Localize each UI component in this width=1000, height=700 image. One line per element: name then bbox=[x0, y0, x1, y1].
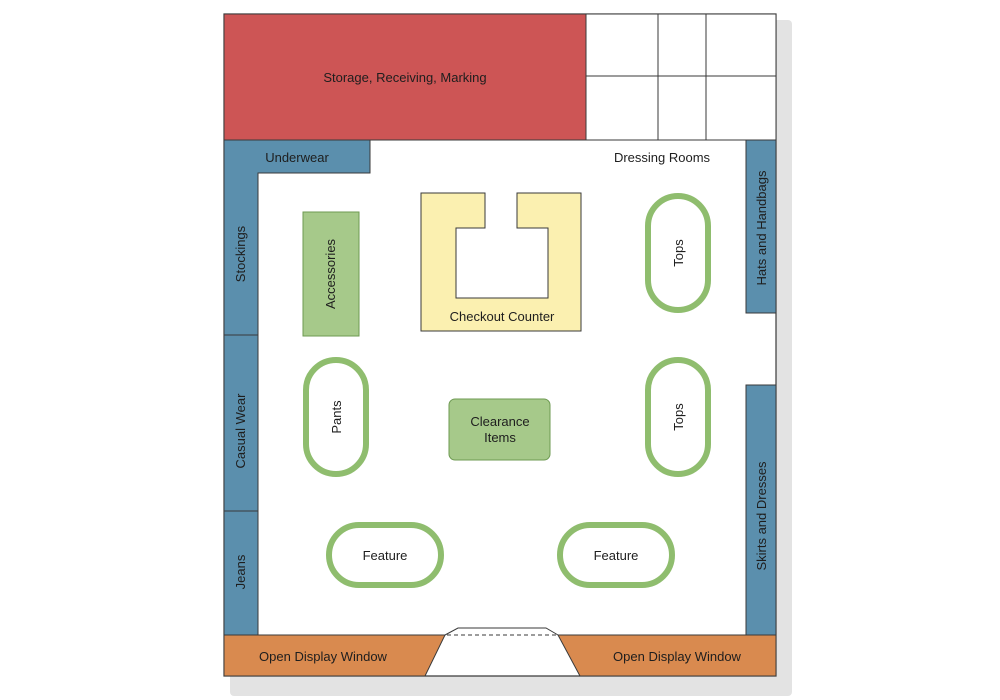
pants-rack bbox=[303, 357, 369, 477]
skirts-dresses-label: Skirts and Dresses bbox=[754, 461, 769, 571]
dressing-rooms-label: Dressing Rooms bbox=[614, 150, 711, 165]
tops-lower-label: Tops bbox=[671, 403, 686, 431]
entrance bbox=[444, 627, 559, 636]
casual-wear-label: Casual Wear bbox=[233, 393, 248, 469]
clearance-label-line2: Items bbox=[484, 430, 516, 445]
feature-right-label: Feature bbox=[594, 548, 639, 563]
feature-rack-left bbox=[326, 522, 444, 588]
display-window-left bbox=[223, 634, 446, 677]
dressing-room-stalls bbox=[585, 13, 777, 141]
clearance-table bbox=[448, 398, 551, 461]
accessories-table bbox=[302, 211, 360, 337]
dressing-room-stall bbox=[657, 13, 707, 77]
pants-label: Pants bbox=[329, 400, 344, 434]
feature-rack-right bbox=[557, 522, 675, 588]
hats-handbags-label: Hats and Handbags bbox=[754, 170, 769, 285]
storage-area bbox=[223, 13, 587, 141]
window-left-label: Open Display Window bbox=[259, 649, 387, 664]
checkout-counter bbox=[420, 192, 582, 332]
casual-wear-display bbox=[223, 334, 259, 512]
dressing-room-stall bbox=[705, 75, 777, 141]
feature-left-label: Feature bbox=[363, 548, 408, 563]
hats-handbags-display bbox=[745, 139, 777, 314]
checkout-label: Checkout Counter bbox=[450, 309, 555, 324]
dressing-room-stall bbox=[585, 75, 659, 141]
window-right-label: Open Display Window bbox=[613, 649, 741, 664]
storage-label: Storage, Receiving, Marking bbox=[323, 70, 486, 85]
dressing-room-stall bbox=[657, 75, 707, 141]
underwear-label: Underwear bbox=[265, 150, 329, 165]
jeans-label: Jeans bbox=[233, 554, 248, 589]
display-window-right bbox=[557, 634, 777, 677]
tops-rack-upper bbox=[645, 193, 711, 313]
accessories-label: Accessories bbox=[323, 238, 338, 309]
tops-upper-label: Tops bbox=[671, 239, 686, 267]
dressing-room-stall bbox=[705, 13, 777, 77]
stockings-label: Stockings bbox=[233, 225, 248, 282]
tops-rack-lower bbox=[645, 357, 711, 477]
dressing-room-stall bbox=[585, 13, 659, 77]
skirts-dresses-display bbox=[745, 384, 777, 636]
clearance-label-line1: Clearance bbox=[470, 414, 529, 429]
jeans-display bbox=[223, 510, 259, 636]
